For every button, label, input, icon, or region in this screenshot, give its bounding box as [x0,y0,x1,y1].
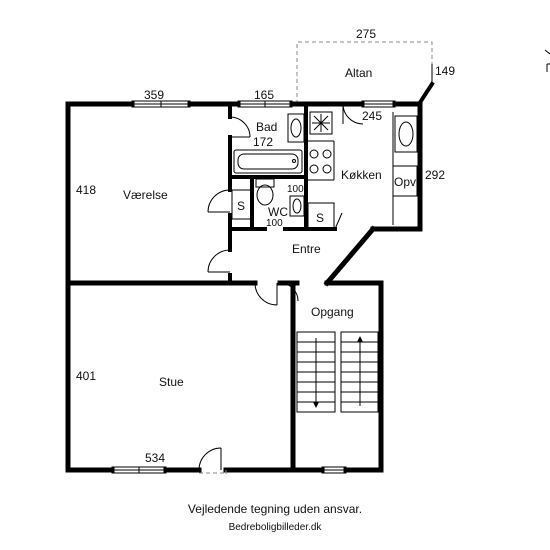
dim-bad-depth: 172 [253,135,273,149]
interior-walls [65,102,394,473]
disclaimer-text: Vejledende tegning uden ansvar. [187,502,363,516]
staircase [296,331,379,413]
label-skab-2: S [316,211,324,225]
credit-text: Bedreboligbilleder.dk [228,522,322,533]
dim-wc-width: 100 [287,184,304,195]
label-kokken: Køkken [341,168,382,182]
label-opv: Opv [394,175,416,189]
label-vaerelse: Værelse [123,188,168,202]
dim-altan-depth: 149 [435,64,455,78]
exhaust-fan-icon [309,111,333,135]
bath-fixtures [231,113,335,229]
dimension-labels: 275 149 359 418 165 172 245 292 100 100 … [76,27,455,465]
label-stue: Stue [159,375,184,389]
doors [198,116,343,476]
dim-kokken-depth: 292 [425,168,445,182]
dim-stue-width: 534 [145,451,165,465]
dim-bad-width: 165 [254,88,274,102]
dim-vaerelse-width: 359 [144,88,164,102]
dim-kokken-width: 245 [362,109,382,123]
room-labels: Værelse Bad Køkken Altan Entre Opgang St… [123,66,416,389]
label-bad: Bad [256,120,277,134]
dim-wc-depth: 100 [266,218,283,229]
label-skab-1: S [237,199,245,213]
balcony [296,41,435,125]
stove-icon [309,149,332,174]
kitchen-fixtures [309,111,418,197]
edge-marker [544,49,550,72]
exterior-walls [65,101,423,473]
dim-stue-depth: 401 [76,369,96,383]
label-altan: Altan [345,66,372,80]
label-entre: Entre [292,242,321,256]
label-opgang: Opgang [311,305,354,319]
label-wc: WC [268,205,288,219]
dim-altan-width: 275 [356,27,376,41]
windows [111,100,396,474]
sink-icon [394,115,418,153]
dim-vaerelse-depth: 418 [76,183,96,197]
